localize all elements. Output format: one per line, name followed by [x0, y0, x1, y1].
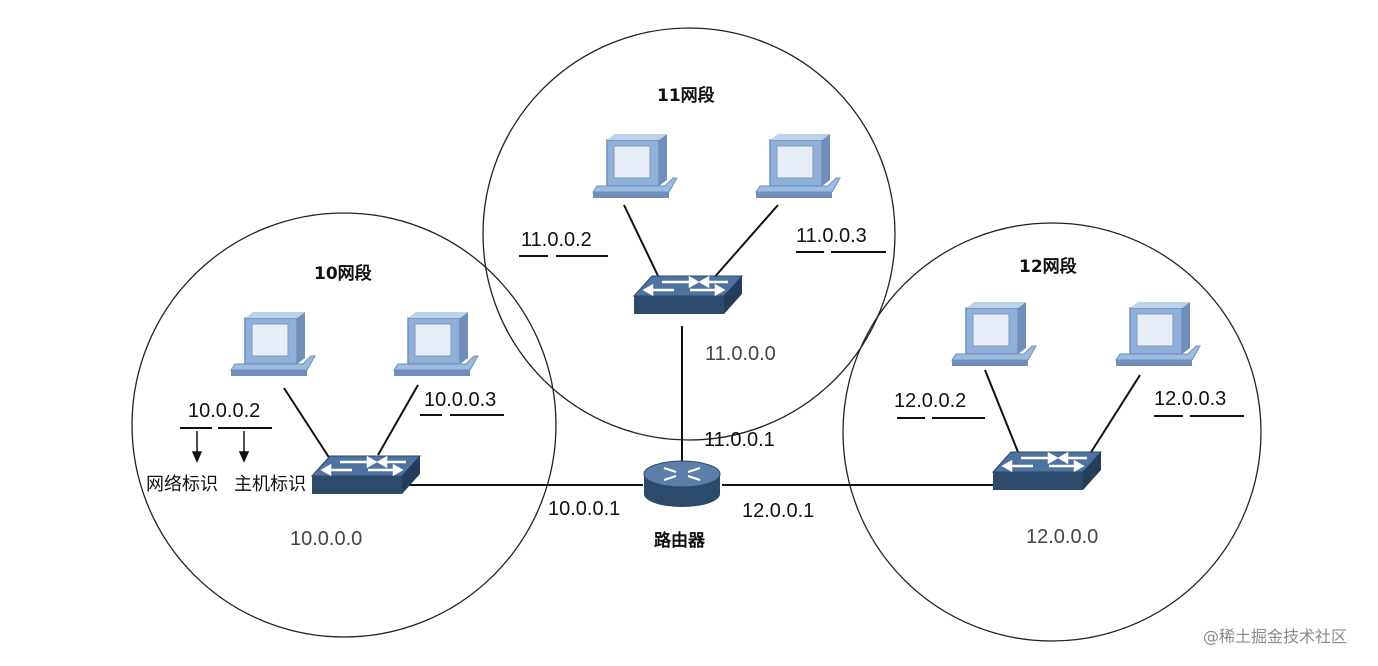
- pc-12-right-icon: [1115, 301, 1201, 367]
- link-pc12a-switch12: [984, 369, 1021, 458]
- annotation-arrows: [191, 431, 250, 463]
- host-12-left-address: 12.0.0.2: [894, 390, 966, 412]
- segment-11-title: 11网段: [657, 85, 715, 106]
- link-pc10b-switch10: [377, 384, 419, 456]
- segment-10-circle: [131, 212, 557, 638]
- segment-10-title: 10网段: [314, 263, 372, 284]
- pc-12-left-icon: [951, 301, 1037, 367]
- pc-10-right-icon: [393, 311, 479, 377]
- segment-12-underlines: [897, 415, 1244, 419]
- segment-10-network-address: 10.0.0.0: [290, 528, 362, 550]
- host-10-right-address: 10.0.0.3: [424, 389, 496, 411]
- link-pc12b-switch12: [1087, 374, 1141, 458]
- segment-11-network-address: 11.0.0.0: [705, 343, 776, 365]
- pc-10-left-icon: [230, 311, 316, 377]
- switch-11-icon: [632, 274, 744, 316]
- network-links: [283, 204, 1141, 486]
- segment-11-circle: [482, 27, 896, 441]
- router-icon: [643, 460, 721, 507]
- pc-11-left-icon: [592, 133, 678, 199]
- router-label: 路由器: [654, 530, 706, 551]
- router-if-left-address: 10.0.0.1: [548, 498, 620, 520]
- segment-12-title: 12网段: [1019, 256, 1077, 277]
- segment-12-network-address: 12.0.0.0: [1026, 526, 1098, 548]
- switch-10-icon: [310, 454, 422, 496]
- watermark: @稀土掘金技术社区: [1203, 627, 1347, 646]
- host-12-right-address: 12.0.0.3: [1154, 388, 1226, 410]
- network-id-annotation: 网络标识: [146, 474, 218, 495]
- pc-11-right-icon: [755, 133, 841, 199]
- router-if-right-address: 12.0.0.1: [742, 500, 814, 522]
- host-10-left-address: 10.0.0.2: [188, 400, 260, 422]
- segment-10-underlines: [180, 414, 504, 429]
- switch-12-icon: [991, 450, 1103, 492]
- link-pc11b-switch11: [711, 204, 779, 281]
- host-11-right-address: 11.0.0.3: [796, 225, 867, 247]
- segment-12-circle: [842, 222, 1262, 642]
- router-if-top-address: 11.0.0.1: [704, 429, 775, 451]
- link-pc10a-switch10: [283, 387, 331, 460]
- segment-11-underlines: [519, 251, 886, 257]
- host-id-annotation: 主机标识: [234, 474, 306, 495]
- host-11-left-address: 11.0.0.2: [521, 229, 592, 251]
- link-pc11a-switch11: [623, 204, 661, 281]
